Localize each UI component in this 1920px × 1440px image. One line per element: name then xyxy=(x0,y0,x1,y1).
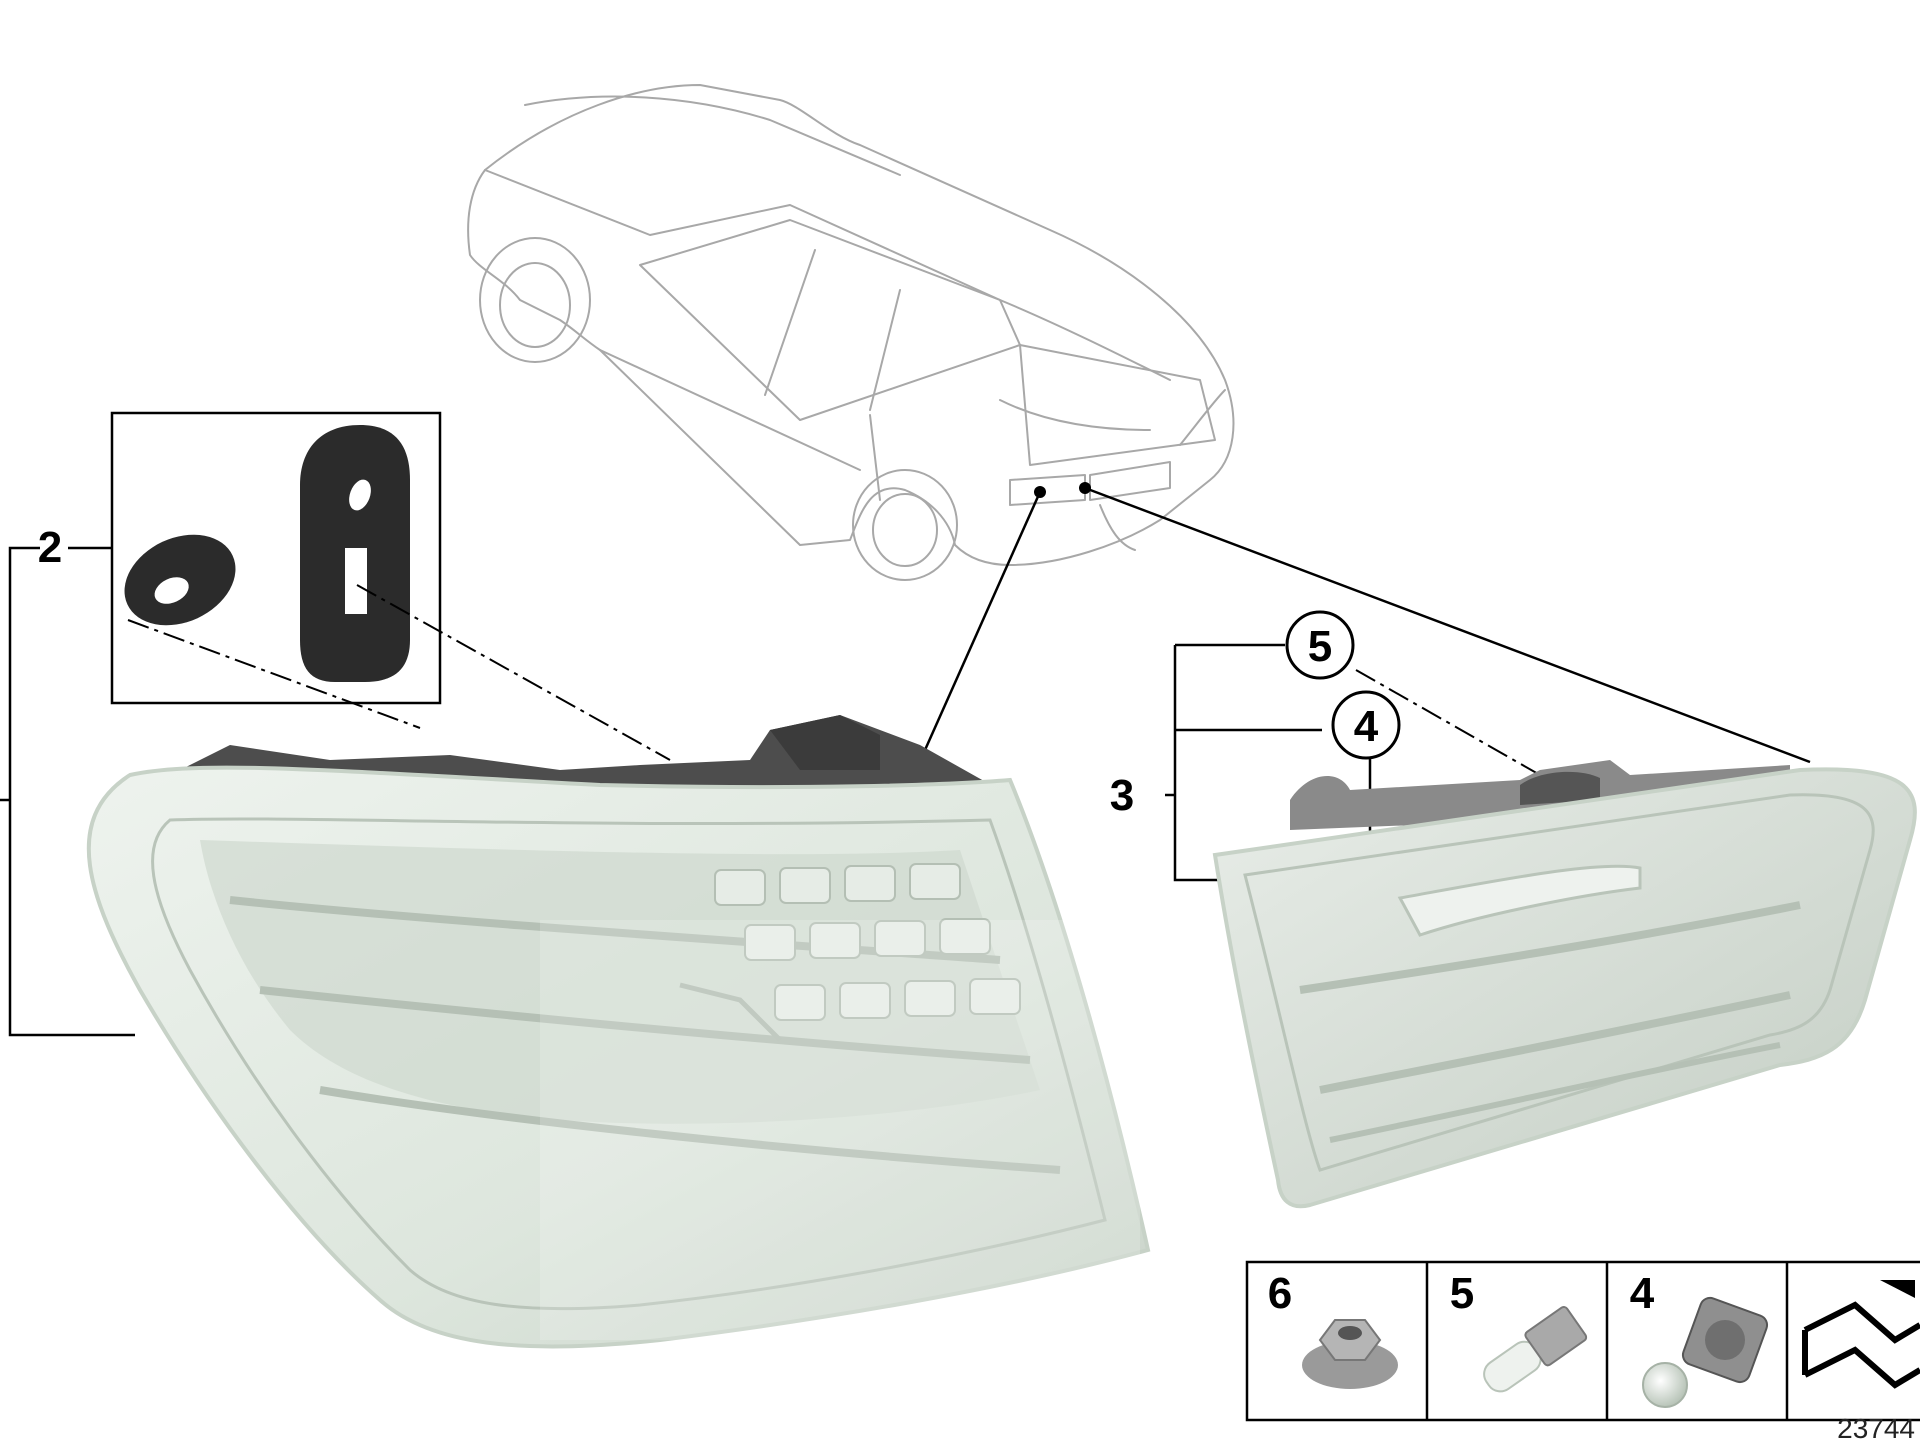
inner-light-lens xyxy=(1212,767,1917,1209)
inner-tail-light xyxy=(1212,760,1917,1209)
leader-line-outer-light xyxy=(923,491,1042,751)
diagram-id: 23744 xyxy=(1837,1413,1915,1440)
callout-2-label: 2 xyxy=(38,523,62,572)
round-gasket xyxy=(124,534,236,626)
gasket-inset xyxy=(110,411,442,705)
car-outline-illustration xyxy=(467,84,1235,581)
dash-line-tall-gasket xyxy=(356,584,671,761)
dash-line-bulb-5 xyxy=(1355,669,1541,776)
tall-gasket xyxy=(300,425,410,682)
bracket-arrow-icon xyxy=(1802,1280,1920,1389)
led-cells xyxy=(714,863,1021,1021)
part-5-label: 5 xyxy=(1450,1269,1474,1318)
part-6-label: 6 xyxy=(1268,1269,1292,1318)
part-4-label: 4 xyxy=(1630,1269,1655,1318)
leader-line-inner-light xyxy=(1084,486,1811,764)
dash-line-round-gasket xyxy=(127,619,421,729)
callout-5-label: 5 xyxy=(1308,622,1332,671)
gasket-inset-frame xyxy=(110,411,442,705)
callout-3-label: 3 xyxy=(1110,771,1134,820)
callout-4-label: 4 xyxy=(1354,702,1379,751)
hex-nut-icon xyxy=(1302,1319,1398,1389)
callout-3-bracket xyxy=(1165,643,1322,882)
bulb-socket-icon xyxy=(1642,1296,1769,1408)
outer-tail-light xyxy=(86,715,1151,1349)
callout-5-circle xyxy=(1285,610,1355,680)
parts-strip: 6 5 4 xyxy=(1245,1260,1920,1422)
bulb-icon xyxy=(1483,1306,1588,1393)
callout-2-bracket xyxy=(0,546,135,1037)
callout-4-circle xyxy=(1331,690,1401,760)
